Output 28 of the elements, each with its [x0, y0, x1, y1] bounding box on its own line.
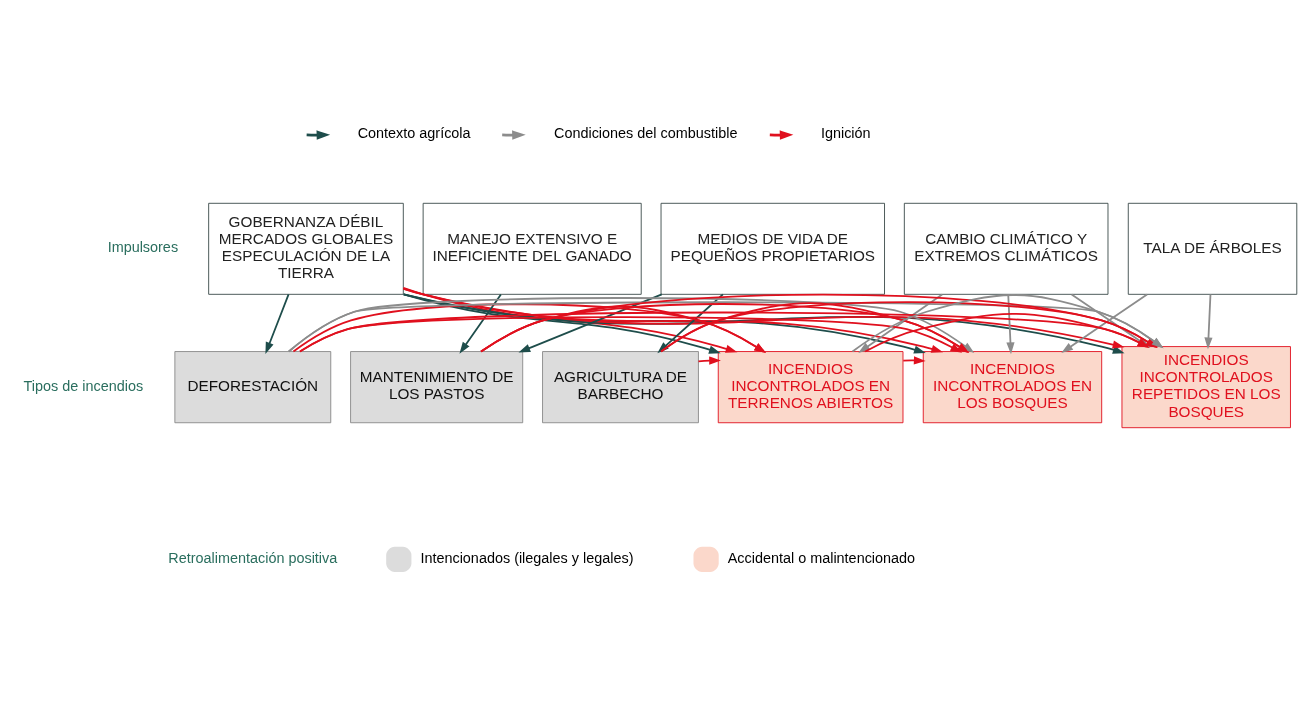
node-box: TALA DE ÁRBOLES: [1127, 202, 1298, 295]
node-box: GOBERNANZA DÉBIL MERCADOS GLOBALES ESPECULACIÓN DE LA TIERRA: [208, 202, 404, 295]
arrow: [459, 293, 502, 354]
arrow: [265, 293, 290, 354]
legend-label: Ignición: [820, 124, 871, 141]
node-box: MANEJO EXTENSIVO E INEFICIENTE DEL GANADO: [422, 202, 642, 295]
node-box: INCENDIOS INCONTROLADOS EN LOS BOSQUES: [922, 350, 1103, 423]
arrow: [858, 293, 944, 353]
arrow: [518, 293, 663, 353]
node-box: AGRICULTURA DE BARBECHO: [542, 350, 699, 423]
label: Impulsores: [107, 238, 179, 255]
arrow: [1061, 293, 1148, 353]
node-box: INCENDIOS INCONTROLADOS EN TERRENOS ABIERTOS: [717, 350, 904, 423]
legend-label: Accidental o malintencionado: [727, 549, 916, 566]
node-box: CAMBIO CLIMÁTICO Y EXTREMOS CLIMÁTICOS: [903, 202, 1109, 295]
node-box: MEDIOS DE VIDA DE PEQUEÑOS PROPIETARIOS: [660, 202, 885, 295]
label: Retroalimentación positiva: [168, 549, 338, 566]
arrow: [697, 355, 721, 365]
arrow: [1204, 293, 1213, 349]
legend-label: Contexto agrícola: [357, 124, 471, 141]
legend-label: Intencionados (ilegales y legales): [420, 549, 634, 566]
node-box: DEFORESTACIÓN: [174, 350, 332, 423]
arrow: [402, 287, 1125, 349]
node-box: MANTENIMIENTO DE LOS PASTOS: [350, 350, 524, 423]
arrow: [1006, 293, 1015, 354]
legend-label: Condiciones del combustible: [554, 124, 738, 141]
node-box: INCENDIOS INCONTROLADOS REPETIDOS EN LOS BOSQUES: [1121, 345, 1291, 428]
label: Tipos de incendios: [23, 377, 144, 394]
